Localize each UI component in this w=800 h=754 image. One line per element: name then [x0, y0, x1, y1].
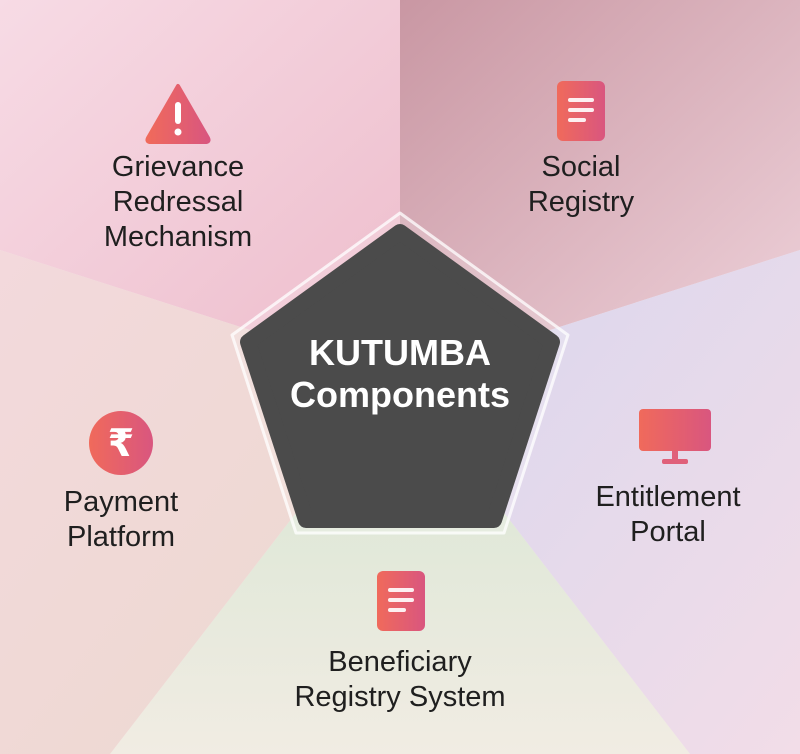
component-entitlement-portal-label: Entitlement Portal: [595, 481, 741, 548]
center-title: KUTUMBA Components: [250, 332, 550, 416]
sector-beneficiary-registry: [110, 378, 690, 754]
svg-text:₹: ₹: [108, 421, 134, 465]
sector-social-registry: [400, 0, 800, 378]
document-icon: [557, 81, 605, 141]
center-pentagon: [240, 224, 560, 528]
warning-icon: [145, 84, 211, 144]
component-beneficiary-registry-label: Beneficiary Registry System: [294, 646, 506, 713]
component-payment-platform-label: Payment Platform: [63, 486, 179, 553]
sector-grievance: [0, 0, 400, 378]
monitor-icon: [639, 409, 711, 464]
document-icon: [377, 571, 425, 631]
component-grievance-label: Grievance Redressal Mechanism: [103, 151, 253, 253]
center-title-line2: Components: [290, 374, 510, 415]
center-title-line1: KUTUMBA: [309, 332, 491, 373]
component-social-registry-label: Social Registry: [527, 151, 635, 218]
rupee-icon: ₹: [89, 411, 153, 475]
